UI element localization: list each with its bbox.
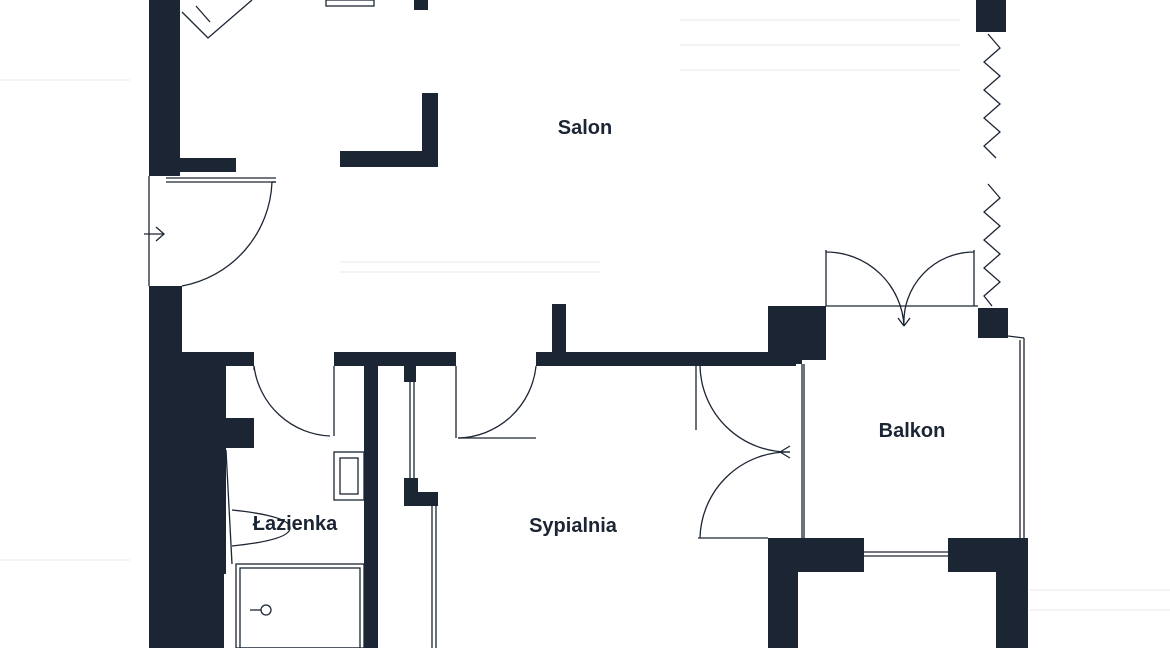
wall-balcony-corner-left-2 <box>780 330 802 364</box>
wall-bath-top-left <box>182 352 254 366</box>
room-label-balkon: Balkon <box>879 420 946 442</box>
wall-top-stub <box>414 0 428 10</box>
wall-closet-block <box>404 478 418 506</box>
wall-bath-left <box>218 366 226 574</box>
wall-salon-l-vertical <box>422 93 438 167</box>
bath-shower <box>235 563 365 648</box>
arrow-right-icon <box>144 226 165 242</box>
walls <box>149 0 1028 648</box>
wall-bath-top-right <box>334 352 456 366</box>
door-terrace-right <box>903 251 975 327</box>
wall-balcony-corner-right <box>978 308 1008 338</box>
wall-bottom-right-post <box>996 538 1028 648</box>
wall-right-top <box>976 0 1006 32</box>
furniture-top-center <box>325 0 375 7</box>
wall-bedroom-stub <box>552 304 566 366</box>
room-label-lazienka: Łazienka <box>253 513 338 535</box>
wall-bottom-left-post <box>768 538 798 648</box>
bath-sink <box>333 451 365 501</box>
wall-closet-post <box>404 366 416 382</box>
furniture-top-left <box>181 0 253 39</box>
wall-left-upper <box>149 0 180 176</box>
toilet-icon <box>231 509 291 547</box>
drain-icon <box>250 604 272 616</box>
wall-left-lower <box>149 286 182 648</box>
doors <box>181 181 975 539</box>
folding-window-upper <box>983 33 1001 159</box>
wall-bedroom-top <box>536 352 796 366</box>
thin-lines <box>148 0 1025 648</box>
door-balcony-upper <box>699 365 791 453</box>
room-label-salon: Salon <box>558 117 612 139</box>
room-label-sypialnia: Sypialnia <box>529 515 618 537</box>
wall-left-lower-thick <box>182 352 224 648</box>
bath-shower-inner <box>239 567 361 648</box>
door-bedroom <box>457 365 537 439</box>
wall-bath-right <box>364 366 378 648</box>
background-texture <box>0 19 1170 611</box>
wall-closet-block-2 <box>418 492 438 506</box>
door-entrance <box>181 181 273 287</box>
folding-window-lower <box>983 183 1001 307</box>
bath-sink-inner <box>339 457 359 495</box>
door-bathroom <box>253 365 331 437</box>
wall-salon-l-horizontal <box>340 151 438 167</box>
wall-bath-stub <box>222 418 254 448</box>
door-terrace-left <box>825 251 905 327</box>
wall-left-upper-stub <box>180 158 236 172</box>
door-balcony-lower <box>699 451 791 539</box>
